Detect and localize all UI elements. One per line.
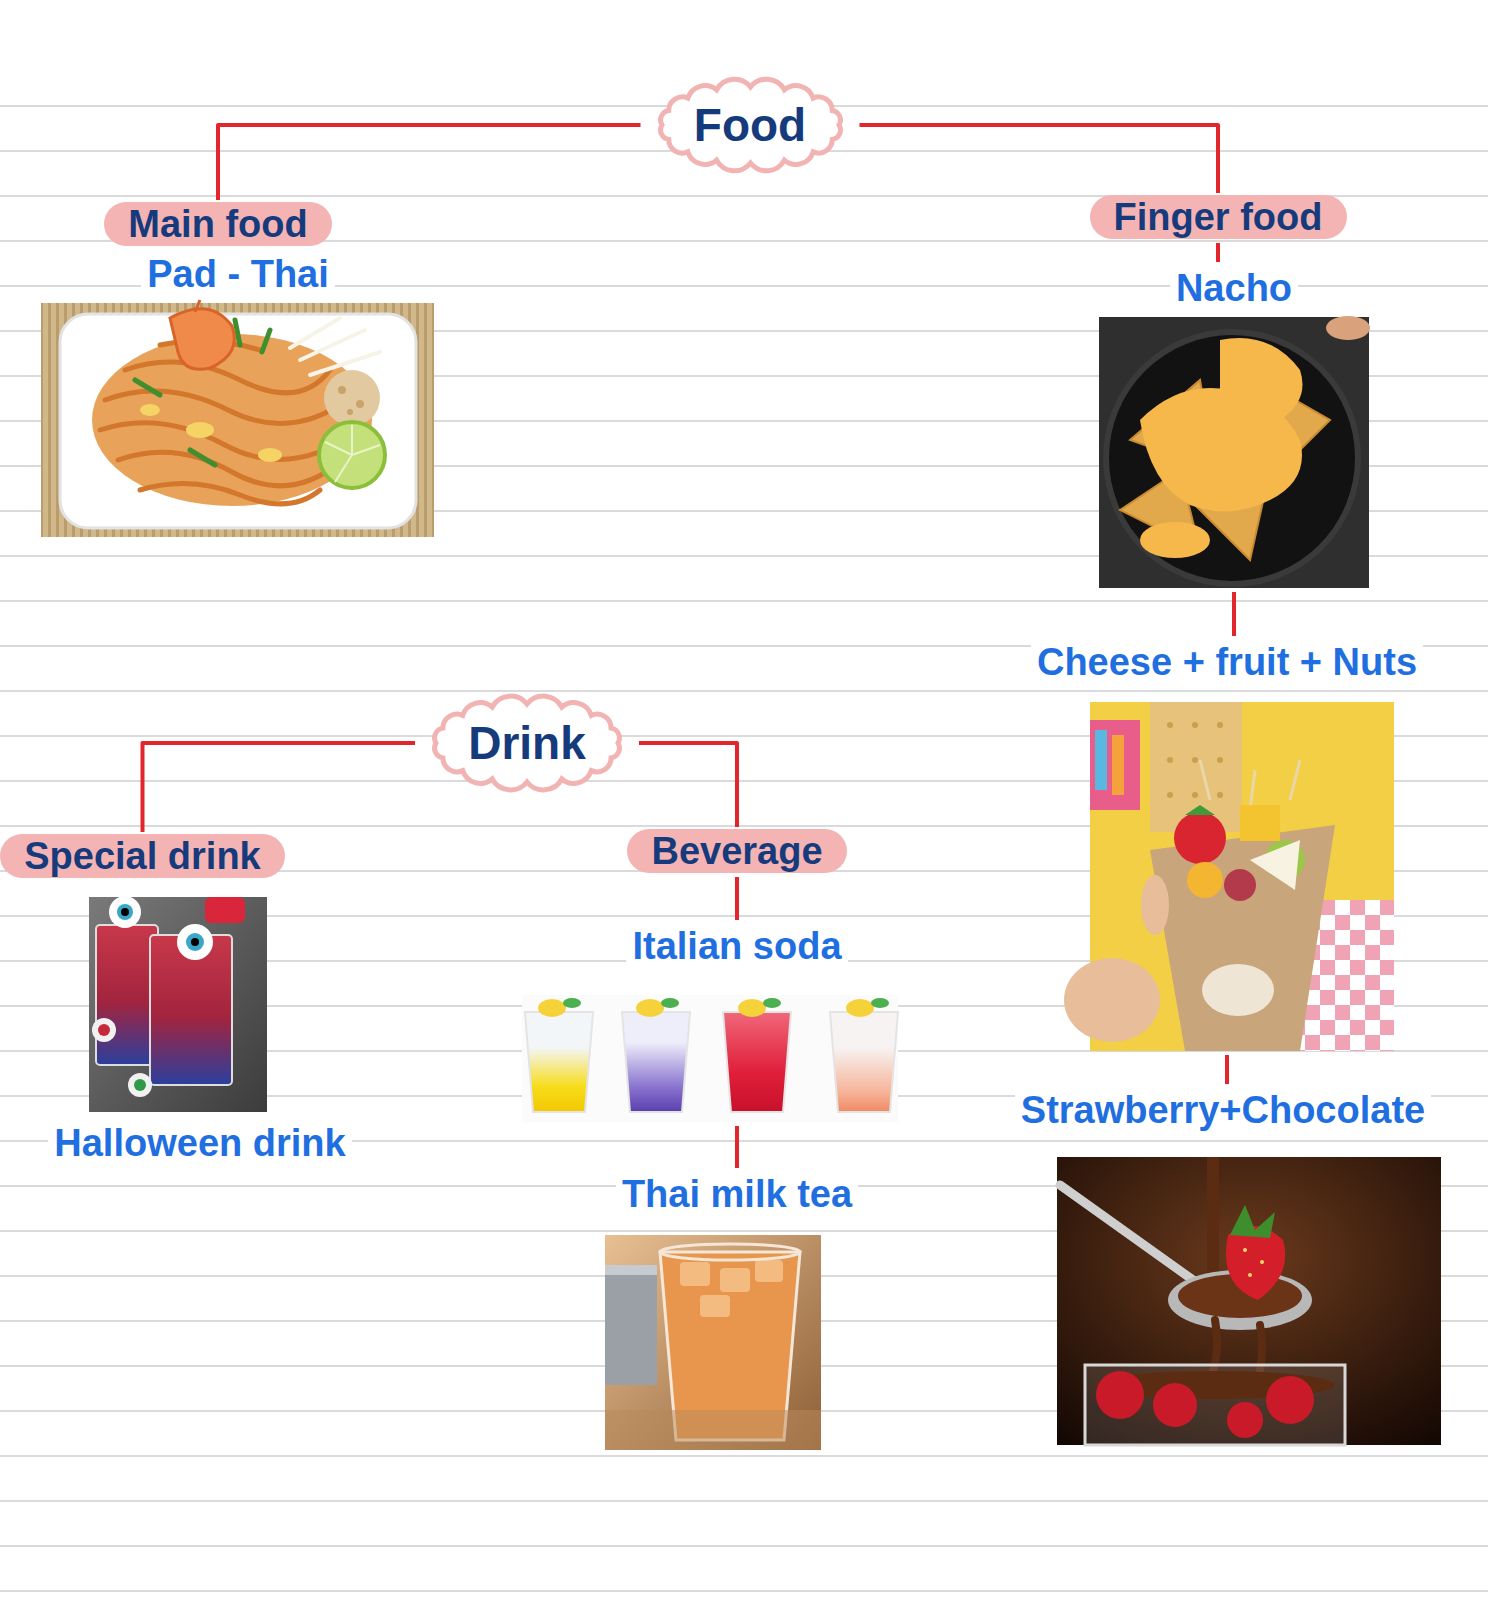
menu-item: Pad - Thai [40, 252, 436, 537]
nacho-photo [1099, 316, 1370, 588]
item-label: Pad - Thai [141, 252, 335, 296]
menu-item: Strawberry+Chocolate [962, 1088, 1484, 1445]
thai-milk-tea-photo [605, 1235, 821, 1450]
strawberry-chocolate-photo [1057, 1157, 1441, 1445]
cloud-node: Drink [423, 691, 631, 795]
item-label: Thai milk tea [616, 1172, 858, 1216]
tree-connector [143, 743, 416, 832]
menu-item: Italian soda [547, 924, 927, 1122]
halloween-drink-photo [89, 896, 267, 1112]
item-label: Nacho [1170, 266, 1298, 310]
cloud-node: Food [649, 74, 852, 176]
tree-connector [1216, 243, 1220, 262]
category-band: Special drink [0, 834, 285, 878]
category-band: Finger food [1090, 195, 1347, 239]
item-label: Strawberry+Chocolate [1015, 1088, 1431, 1132]
heading-label: Drink [468, 717, 586, 769]
cloud-shape [435, 696, 620, 790]
category-band: Main food [104, 202, 332, 246]
heading-label: Beverage [651, 830, 822, 872]
item-label: Italian soda [626, 924, 847, 968]
category-band: Beverage [627, 829, 847, 873]
heading-label: Special drink [24, 835, 261, 877]
tree-connector [735, 877, 739, 920]
menu-item: Halloween drink [20, 893, 380, 1165]
tree-connector [218, 125, 641, 200]
heading-label: Finger food [1114, 196, 1323, 238]
tree-connector [735, 1126, 739, 1168]
item-label: Halloween drink [48, 1121, 351, 1165]
menu-item: Nacho [1099, 266, 1369, 588]
menu-item: Cheese + fruit + Nuts [972, 640, 1482, 1051]
tree-connector [860, 125, 1219, 193]
item-label: Cheese + fruit + Nuts [1031, 640, 1423, 684]
heading-label: Main food [128, 203, 307, 245]
cloud-shape [660, 79, 840, 170]
italian-soda-photo [522, 995, 898, 1122]
tree-connector [1232, 592, 1236, 636]
cheese-fruit-cup-photo [1064, 702, 1394, 1051]
heading-label: Food [694, 99, 806, 151]
tree-connector [1225, 1055, 1229, 1084]
pad-thai-photo [41, 300, 434, 537]
menu-item: Thai milk tea [592, 1172, 882, 1450]
tree-connector [639, 743, 737, 827]
